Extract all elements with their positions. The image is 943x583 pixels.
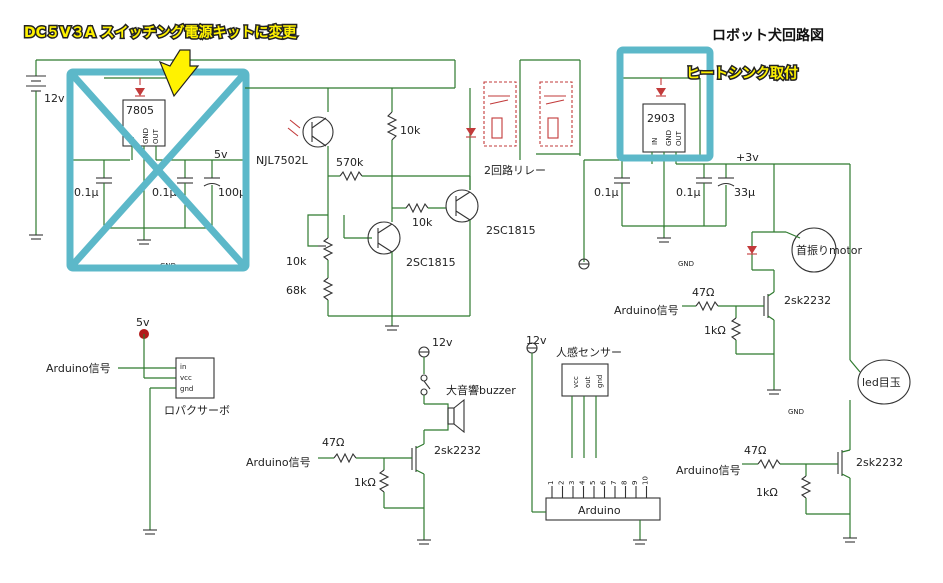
reg1-pin-gnd: GND: [142, 128, 150, 144]
arduino-pin-label: 6: [600, 480, 608, 485]
led-label: led目玉: [862, 376, 901, 389]
arduino-pin-label: 10: [642, 476, 650, 485]
arduino-pin-label: 8: [621, 481, 629, 485]
q1-label: 2SC1815: [406, 256, 456, 269]
buzzer-r2-label: 1kΩ: [354, 476, 376, 489]
r1-label: 10k: [400, 124, 421, 137]
cap4-label: 0.1μ: [594, 186, 619, 199]
reg2-pin-out: OUT: [675, 130, 683, 146]
reg1-label: 7805: [126, 104, 154, 117]
top-annotation: DC５V３A スイッチング電源キットに変更: [24, 24, 297, 41]
buzzer-fet-label: 2sk2232: [434, 444, 481, 457]
mouth-servo: 5v Arduino信号 in vcc gnd ロパクサーボ: [46, 316, 230, 535]
pir-pin-gnd: gnd: [596, 375, 604, 388]
pir-pin-out: out: [584, 376, 592, 388]
heatsink-marker: [616, 46, 714, 162]
reg2-label: 2903: [647, 112, 675, 125]
cap5-label: 0.1μ: [676, 186, 701, 199]
cap1-label: 0.1μ: [74, 186, 99, 199]
r2-label: 570k: [336, 156, 364, 169]
v3-label: +3v: [736, 151, 759, 164]
led-r2-label: 1kΩ: [756, 486, 778, 499]
arduino-pin-label: 9: [631, 481, 639, 485]
buzzer-r1-label: 47Ω: [322, 436, 344, 449]
buzzer-sig-label: Arduino信号: [246, 456, 311, 469]
motor-label: 首振りmotor: [796, 243, 862, 257]
pir-pin-vcc: vcc: [572, 376, 580, 388]
cap2-label: 0.1μ: [152, 186, 177, 199]
reg2-pin-in: IN: [651, 138, 659, 145]
arduino-pin-label: 3: [568, 481, 576, 485]
diagram-title: ロボット犬回路図: [712, 27, 824, 44]
servo-label: ロパクサーボ: [164, 404, 230, 417]
pir-v-label: 12v: [526, 334, 547, 347]
pir-label: 人感センサー: [556, 346, 622, 359]
photo-label: NJL7502L: [256, 154, 309, 167]
q2-label: 2SC1815: [486, 224, 536, 237]
servo-pin-vcc: vcc: [180, 374, 192, 382]
led-driver: led目玉 2sk2232 47Ω Arduino信号 1kΩ: [676, 164, 911, 543]
relay-label: 2回路リレー: [484, 164, 546, 177]
v5-label: 5v: [214, 148, 228, 161]
led-sig-label: Arduino信号: [676, 464, 741, 477]
buzzer-v-label: 12v: [432, 336, 453, 349]
servo-v-label: 5v: [136, 316, 150, 329]
motor-r1-label: 47Ω: [692, 286, 714, 299]
r3-label: 10k: [412, 216, 433, 229]
replaced-section-marker: [66, 68, 250, 272]
motor-driver: 首振りmotor GND 2sk2232 47Ω Arduino信号 1kΩ: [614, 164, 862, 416]
callout-arrow: [158, 49, 200, 98]
motor-sig-label: Arduino信号: [614, 304, 679, 317]
light-sensor-circuit: NJL7502L 10k 570k 10k 68k 2SC1815: [245, 59, 590, 331]
pir-sensor: 12v 人感センサー vcc out gnd: [526, 334, 622, 512]
motor-fet-label: 2sk2232: [784, 294, 831, 307]
motor-r2-label: 1kΩ: [704, 324, 726, 337]
servo-pin-gnd: gnd: [180, 385, 193, 393]
cap6-label: 33μ: [734, 186, 755, 199]
arduino-label: Arduino: [578, 504, 621, 517]
reg2-pin-gnd: GND: [665, 130, 673, 146]
cap3-label: 100μ: [218, 186, 246, 199]
battery-label: 12v: [44, 92, 65, 105]
gnd2-label: GND: [678, 260, 694, 268]
arduino-pin-label: 2: [558, 481, 566, 485]
arduino-pin-label: 1: [547, 481, 555, 485]
servo-pin-in: in: [180, 363, 186, 371]
power-supply-3v: 2903 IN GND OUT +3v 0.1μ 0.1μ 33μ GND: [584, 77, 850, 268]
reg1-pin-out: OUT: [152, 128, 160, 144]
r4-label: 10k: [286, 255, 307, 268]
led-fet-label: 2sk2232: [856, 456, 903, 469]
led-r1-label: 47Ω: [744, 444, 766, 457]
r5-label: 68k: [286, 284, 307, 297]
gnd3-label: GND: [788, 408, 804, 416]
servo-sig-label: Arduino信号: [46, 362, 111, 375]
buzzer-driver: 12v 大音響buzzer 2sk2232 47Ω Arduino信号 1kΩ: [246, 336, 516, 545]
heatsink-annotation: ヒートシンク取付: [686, 65, 798, 82]
arduino-pin-label: 7: [610, 481, 618, 485]
arduino-pin-label: 5: [589, 481, 597, 485]
buzzer-label: 大音響buzzer: [446, 383, 516, 397]
arduino-pin-label: 4: [579, 480, 587, 485]
